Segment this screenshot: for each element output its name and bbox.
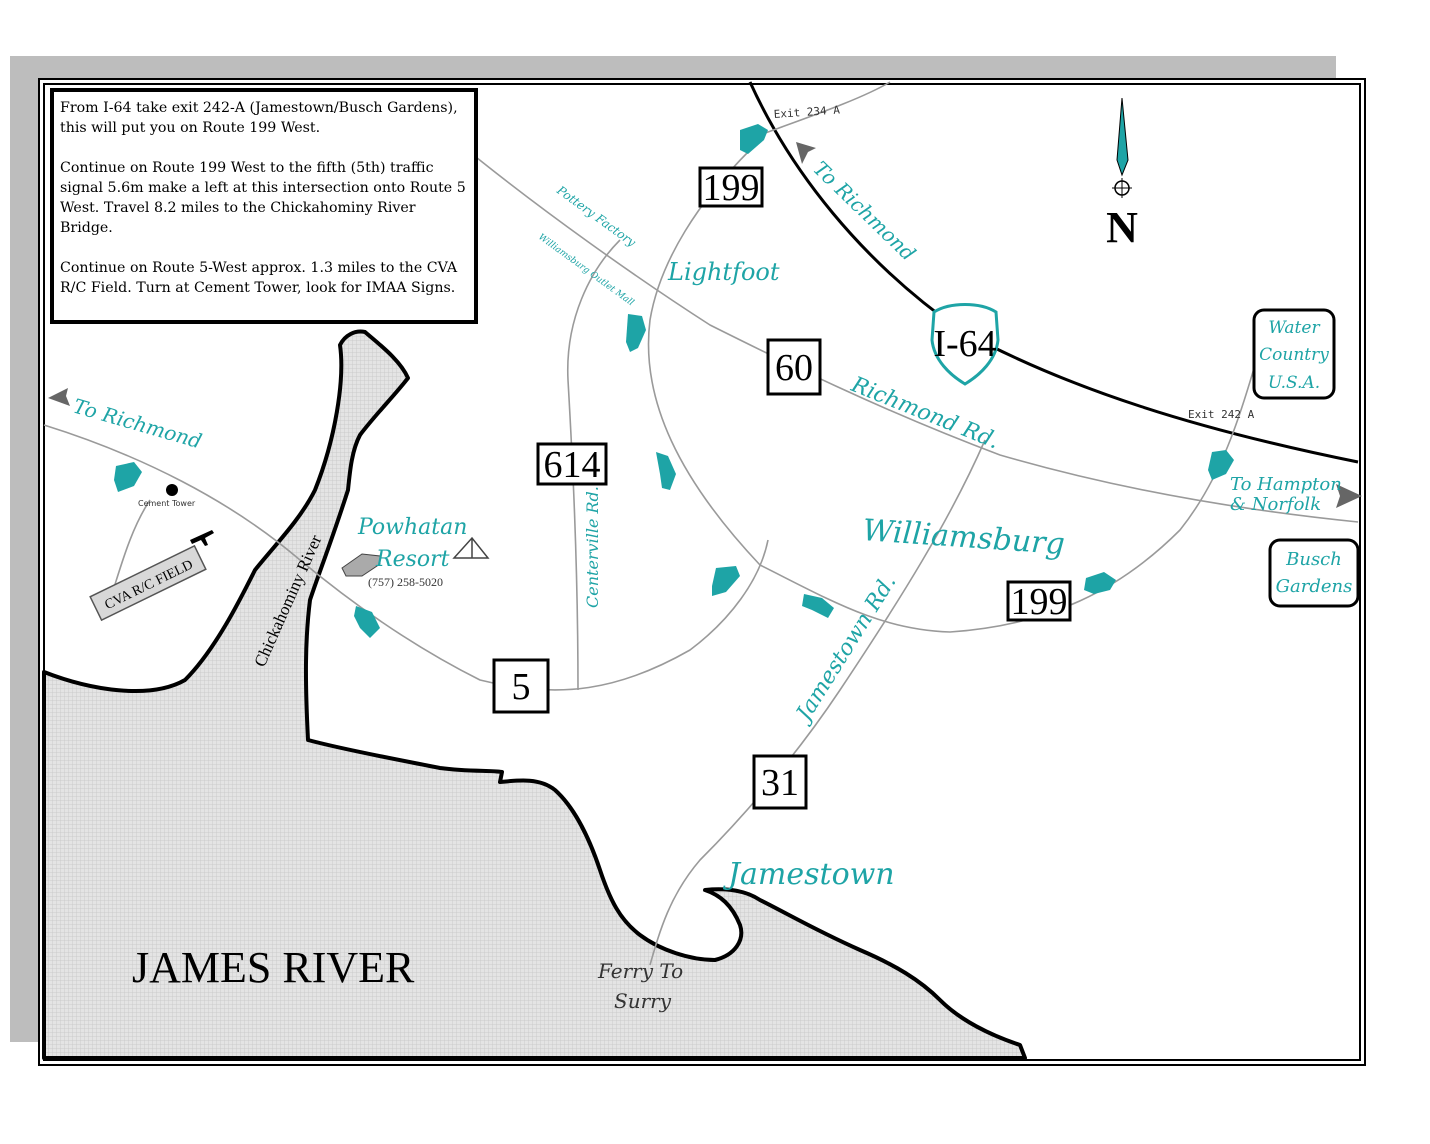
route-614-number: 614 xyxy=(544,444,601,486)
lightfoot-label: Lightfoot xyxy=(667,258,780,286)
norfolk-label: & Norfolk xyxy=(1230,494,1321,515)
north-needle-icon xyxy=(1116,97,1129,177)
rv-icon xyxy=(341,553,381,577)
powhatan-label: Powhatan xyxy=(357,515,467,540)
interstate-64-number: I-64 xyxy=(933,323,996,365)
i64-highway xyxy=(748,81,1359,464)
route-5-shield: 5 xyxy=(492,658,550,714)
centerville-road xyxy=(566,239,621,691)
interstate-64-shield: I-64 xyxy=(930,303,1000,386)
to-hampton-label: To Hampton xyxy=(1230,474,1342,495)
hand-marker-icon xyxy=(1208,450,1234,480)
arrow-richmond-w-icon xyxy=(48,388,70,406)
route-5-road xyxy=(43,424,769,691)
richmond-rd-label: Richmond Rd. xyxy=(847,372,1003,454)
hand-marker-icon xyxy=(802,594,834,618)
ferry-label: Ferry To xyxy=(597,959,683,983)
jamestown-rd-label: Jamestown Rd. xyxy=(790,570,902,728)
surry-label: Surry xyxy=(614,989,672,1013)
hand-marker-icon xyxy=(354,606,380,638)
water-country-line2: Country xyxy=(1259,345,1329,365)
exit-242-label: Exit 242 A xyxy=(1188,408,1255,421)
cva-field-sign: CVA R/C FIELD xyxy=(89,544,207,622)
cement-tower-icon xyxy=(166,484,178,496)
directions-step-2: Continue on Route 199 West to the fifth … xyxy=(60,160,466,236)
jamestown-road xyxy=(649,439,986,966)
arrow-hampton-icon xyxy=(1336,484,1362,508)
airplane-icon xyxy=(190,530,214,546)
hand-marker-icon xyxy=(114,462,142,492)
hand-markers xyxy=(114,124,1234,638)
route-199-north-number: 199 xyxy=(703,167,760,209)
busch-gardens-line1: Busch xyxy=(1285,549,1342,570)
compass-rose: N xyxy=(1106,97,1138,252)
resort-label: Resort xyxy=(375,547,450,572)
route-199-road xyxy=(647,149,1263,633)
williamsburg-label: Williamsburg xyxy=(861,513,1065,562)
water-country-line3: U.S.A. xyxy=(1268,373,1320,393)
resort-phone-label: (757) 258-5020 xyxy=(368,575,443,589)
arrow-richmond-ne-icon xyxy=(796,142,816,164)
hand-marker-icon xyxy=(712,566,740,596)
cement-tower-label: Cement Tower xyxy=(138,499,196,508)
pottery-factory-label: Pottery Factory xyxy=(553,183,638,250)
hand-marker-icon xyxy=(626,314,646,352)
route-31-number: 31 xyxy=(761,762,799,804)
to-richmond-w-label: To Richmond xyxy=(71,394,205,454)
water-country-line1: Water xyxy=(1268,318,1320,338)
centerville-rd-label: Centerville Rd. xyxy=(583,486,602,608)
route-199-south-number: 199 xyxy=(1011,581,1068,623)
route-60-road xyxy=(454,139,1359,523)
directions-step-1: From I-64 take exit 242-A (Jamestown/Bus… xyxy=(60,100,458,136)
route-199-south-shield: 199 xyxy=(1006,580,1072,623)
water-country-box xyxy=(1252,308,1336,400)
jamestown-label: Jamestown xyxy=(722,857,895,892)
hand-marker-icon xyxy=(656,452,676,490)
hand-marker-icon xyxy=(740,124,768,154)
route-60-number: 60 xyxy=(775,347,813,389)
directions-box: From I-64 take exit 242-A (Jamestown/Bus… xyxy=(50,88,478,324)
route-199-north-shield: 199 xyxy=(698,166,764,209)
exit-234-label: Exit 234 A xyxy=(773,103,840,121)
hand-marker-icon xyxy=(1084,572,1116,594)
route-60-shield: 60 xyxy=(766,338,822,396)
james-river-label: JAMES RIVER xyxy=(132,943,415,992)
outlet-mall-label: Williamsburg Outlet Mall xyxy=(536,232,635,308)
route-31-shield: 31 xyxy=(752,754,808,810)
north-label: N xyxy=(1106,203,1138,252)
campground-icon xyxy=(452,536,490,559)
james-river-water xyxy=(42,329,1027,1060)
route-5-number: 5 xyxy=(512,666,531,708)
directions-step-3: Continue on Route 5-West approx. 1.3 mil… xyxy=(60,260,458,296)
exit-234-road xyxy=(759,81,891,136)
busch-gardens-box xyxy=(1268,538,1360,608)
route-614-shield: 614 xyxy=(536,442,608,486)
busch-gardens-line2: Gardens xyxy=(1276,576,1353,597)
